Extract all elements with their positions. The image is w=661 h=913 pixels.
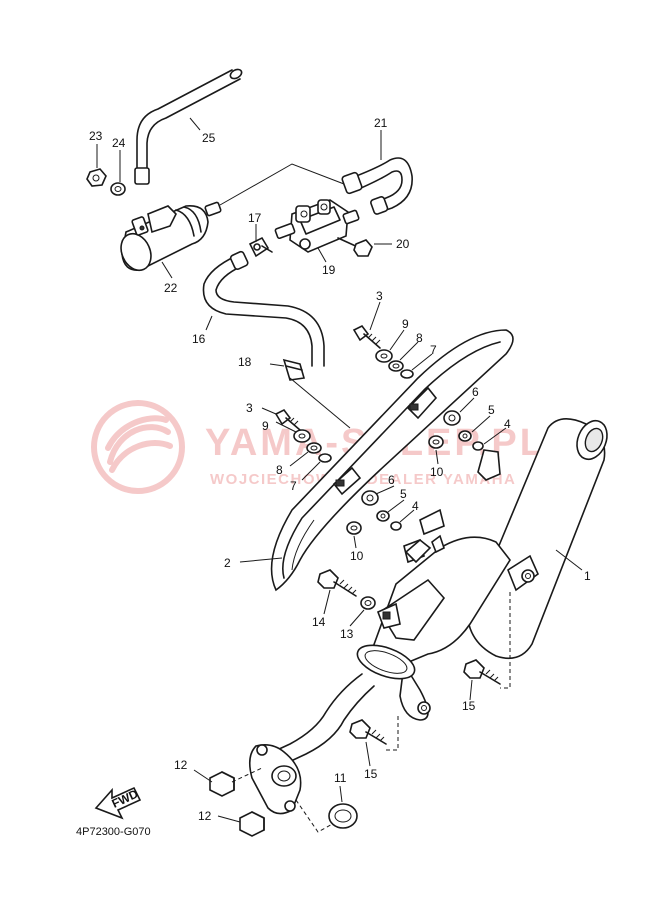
connection-line-22-21 bbox=[219, 163, 345, 206]
callout-22: 22 bbox=[164, 281, 178, 295]
collar-part-8-lower bbox=[306, 442, 322, 454]
breather-hose-part-25 bbox=[134, 68, 243, 185]
bolt-part-15-lower bbox=[349, 719, 387, 745]
nut-part-23 bbox=[86, 168, 107, 187]
callout-11: 11 bbox=[334, 771, 347, 785]
callout-1: 1 bbox=[584, 569, 591, 583]
collar-part-8-upper bbox=[388, 360, 404, 372]
callout-2: 2 bbox=[224, 556, 231, 570]
callout-19: 19 bbox=[322, 263, 336, 277]
callout-7-lower: 7 bbox=[290, 479, 297, 493]
callout-12-lower: 12 bbox=[198, 809, 212, 823]
callout-4-upper: 4 bbox=[504, 417, 511, 431]
callout-17: 17 bbox=[248, 211, 262, 225]
callout-20: 20 bbox=[396, 237, 410, 251]
callout-23: 23 bbox=[89, 129, 103, 143]
muffler-protector-part-2 bbox=[270, 329, 514, 592]
connection-line-18 bbox=[289, 377, 351, 429]
washer-part-4-lower bbox=[390, 521, 402, 531]
callout-25: 25 bbox=[202, 131, 216, 145]
washer-part-13 bbox=[360, 596, 376, 610]
callout-6-lower: 6 bbox=[388, 473, 395, 487]
alignment-line-15-lower bbox=[386, 716, 399, 751]
nut-part-12-lower bbox=[239, 811, 265, 837]
callout-15-right: 15 bbox=[462, 699, 476, 713]
callout-18: 18 bbox=[238, 355, 252, 369]
air-cut-valve-part-22 bbox=[120, 201, 222, 272]
bolt-part-20 bbox=[337, 237, 373, 257]
collar-part-5-lower bbox=[376, 510, 390, 522]
grommet-part-6-upper bbox=[443, 410, 461, 426]
callout-3-lower: 3 bbox=[246, 401, 253, 415]
callout-12-upper: 12 bbox=[174, 758, 188, 772]
bolt-part-15-right bbox=[463, 659, 501, 685]
callout-labels: 25 23 24 21 17 20 19 22 16 3 9 8 7 18 6 … bbox=[89, 116, 591, 823]
callout-7-upper: 7 bbox=[430, 343, 437, 357]
callout-6-upper: 6 bbox=[472, 385, 479, 399]
callout-3-upper: 3 bbox=[376, 289, 383, 303]
callout-5-upper: 5 bbox=[488, 403, 495, 417]
band-part-18 bbox=[282, 358, 306, 381]
washer-part-24 bbox=[110, 182, 126, 196]
screw-part-3-upper bbox=[352, 324, 381, 349]
callout-9-lower: 9 bbox=[262, 419, 269, 433]
alignment-line-15-right bbox=[500, 592, 511, 689]
nut-part-10-lower bbox=[346, 521, 362, 535]
leader-lines bbox=[96, 117, 583, 823]
bolt-part-14 bbox=[317, 569, 357, 597]
hose-part-16 bbox=[202, 250, 325, 367]
screw-part-3-lower bbox=[274, 408, 301, 431]
grommet-part-9-lower bbox=[293, 429, 311, 443]
diagram-code: 4P72300-G070 bbox=[76, 826, 151, 838]
callout-5-lower: 5 bbox=[400, 487, 407, 501]
clamp-part-17 bbox=[248, 236, 273, 258]
callout-24: 24 bbox=[112, 136, 126, 150]
reed-valve-part-19 bbox=[274, 199, 360, 253]
callout-8-lower: 8 bbox=[276, 463, 283, 477]
callout-13: 13 bbox=[340, 627, 354, 641]
callout-15-lower: 15 bbox=[364, 767, 378, 781]
washer-part-7-upper bbox=[400, 369, 414, 379]
upper-bracket bbox=[406, 386, 501, 536]
callout-8-upper: 8 bbox=[416, 331, 423, 345]
callout-21: 21 bbox=[374, 116, 388, 130]
hose-part-21 bbox=[341, 157, 413, 215]
alignment-line-11 bbox=[295, 799, 337, 833]
watermark-logo-icon bbox=[91, 400, 185, 494]
callout-9-upper: 9 bbox=[402, 317, 409, 331]
callout-10-upper: 10 bbox=[430, 465, 444, 479]
gasket-part-11 bbox=[328, 803, 358, 829]
nut-part-12-upper bbox=[209, 771, 235, 797]
callout-16: 16 bbox=[192, 332, 206, 346]
callout-10-lower: 10 bbox=[350, 549, 364, 563]
grommet-part-6-lower bbox=[361, 490, 379, 506]
grommet-part-9-upper bbox=[375, 349, 393, 363]
washer-part-4-upper bbox=[472, 441, 484, 451]
muffler-part-1 bbox=[248, 418, 608, 815]
callout-14: 14 bbox=[312, 615, 326, 629]
fwd-arrow-icon: FWD bbox=[94, 787, 142, 820]
washer-part-7-lower bbox=[318, 453, 332, 463]
nut-part-10-upper bbox=[428, 435, 444, 449]
collar-part-5-upper bbox=[458, 430, 472, 442]
callout-4-lower: 4 bbox=[412, 499, 419, 513]
